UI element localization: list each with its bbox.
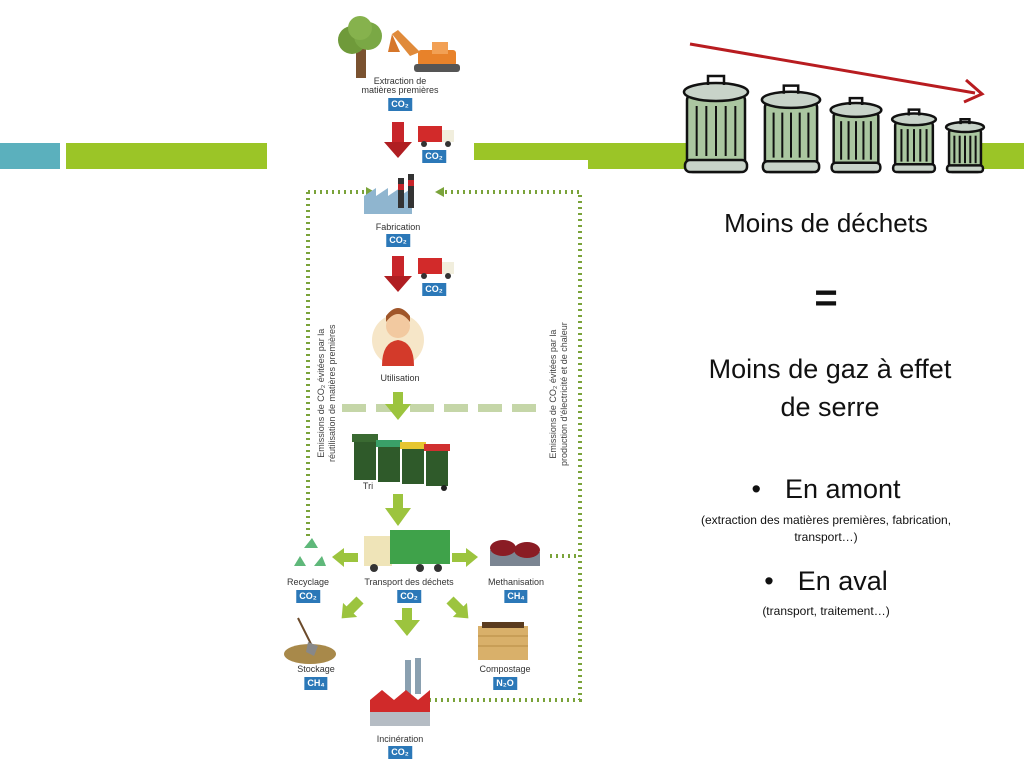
diagonal-arrow-to-compostage-icon <box>446 596 469 619</box>
loop-arrowhead-right <box>435 187 444 197</box>
gas-badge-stockage: CH₄ <box>304 677 328 690</box>
gas-badge-recyclage: CO₂ <box>296 590 320 603</box>
truck-icon <box>418 126 454 147</box>
label-incineration: Incinération <box>376 734 424 744</box>
trash-bin-icon <box>760 84 822 174</box>
bullet-marker: • <box>764 566 774 596</box>
bullet-upstream-detail: (extraction des matières premières, fabr… <box>701 512 951 546</box>
headline-less-ghg-line1: Moins de gaz à effet <box>708 354 952 384</box>
gas-badge-extraction: CO₂ <box>388 98 412 111</box>
label-extraction: Extraction de matières premières <box>361 77 438 95</box>
right-arrow-green-icon <box>452 548 478 567</box>
accent-bar-green-middle <box>474 143 588 160</box>
gas-badge-incineration: CO₂ <box>388 746 412 759</box>
gas-badge-compostage: N₂O <box>493 677 517 690</box>
gas-badge-methanisation: CH₄ <box>504 590 528 603</box>
bullet-downstream-title: En aval <box>797 566 888 596</box>
trash-bin-icon <box>682 74 750 174</box>
bullet-upstream-detail-line2: transport…) <box>794 530 858 544</box>
methanisation-digester-icon <box>490 540 540 566</box>
accent-bar-green-left <box>66 143 267 169</box>
trash-bin-icon <box>890 108 938 174</box>
waste-lifecycle-diagram: Extraction de matières premières CO₂ CO₂… <box>270 0 610 768</box>
accent-bar-green-middle-right <box>588 143 688 169</box>
gas-badge-transport2: CO₂ <box>422 283 446 296</box>
trash-bin-icon <box>944 117 986 174</box>
down-arrow-green-icon <box>385 494 411 526</box>
bullet-upstream: • En amont <box>751 474 900 505</box>
tree-icon <box>338 16 382 78</box>
bullet-upstream-title: En amont <box>784 474 901 504</box>
headline-less-ghg-line2: de serre <box>780 392 880 422</box>
side-label-left-line1: Emissions de CO₂ évitées par la <box>316 328 326 458</box>
accent-bar-green-right <box>978 143 1024 169</box>
label-fabrication: Fabrication <box>375 222 421 232</box>
side-label-left: Emissions de CO₂ évitées par la réutilis… <box>316 324 338 462</box>
incinerator-icon <box>370 658 430 726</box>
bullet-downstream: • En aval <box>764 566 888 597</box>
factory-icon <box>364 174 414 214</box>
side-label-left-line2: réutilisation de matières premières <box>327 324 337 462</box>
down-arrow-green-icon <box>385 392 411 420</box>
equals-sign: = <box>814 276 838 320</box>
label-transport-dechets: Transport des déchets <box>364 577 454 587</box>
bullet-downstream-detail: (transport, traitement…) <box>762 604 890 618</box>
gas-badge-transport1: CO₂ <box>422 150 446 163</box>
diagram-graphics <box>284 16 582 726</box>
label-extraction-line1: Extraction de <box>373 76 427 86</box>
down-arrow-red-icon <box>384 256 412 292</box>
sorting-bins-icon <box>352 434 450 491</box>
label-recyclage: Recyclage <box>286 577 330 587</box>
headline-less-ghg: Moins de gaz à effet de serre <box>709 350 952 426</box>
landfill-shovel-icon <box>284 617 336 664</box>
truck-icon <box>418 258 454 279</box>
decreasing-trend-arrow-icon <box>689 42 985 104</box>
label-compostage: Compostage <box>479 664 531 674</box>
label-extraction-line2: matières premières <box>361 85 439 95</box>
label-methanisation: Methanisation <box>487 577 545 587</box>
label-stockage: Stockage <box>297 664 335 674</box>
label-tri: Tri <box>362 481 374 491</box>
headline-less-waste: Moins de déchets <box>724 208 928 238</box>
side-label-right-line1: Emissions de CO₂ évitées par la <box>548 329 558 459</box>
person-icon <box>372 308 424 366</box>
side-label-right-line2: production d'électricité et de chaleur <box>559 322 569 466</box>
label-utilisation: Utilisation <box>380 373 420 383</box>
excavator-icon <box>388 30 460 72</box>
down-arrow-red-icon <box>384 122 412 158</box>
diagonal-arrow-to-stockage-icon <box>341 596 364 619</box>
gas-badge-transport-dechets: CO₂ <box>397 590 421 603</box>
trash-bin-icon <box>829 96 883 174</box>
shrinking-trash-bins-illustration <box>682 42 986 174</box>
waste-truck-icon <box>364 530 450 572</box>
left-arrow-green-icon <box>332 548 358 567</box>
bullet-upstream-detail-line1: (extraction des matières premières, fabr… <box>700 513 952 527</box>
down-arrow-to-incineration-icon <box>394 608 420 636</box>
side-label-right: Emissions de CO₂ évitées par la producti… <box>548 322 570 466</box>
bullet-marker: • <box>751 474 761 504</box>
compost-box-icon <box>478 622 528 660</box>
gas-badge-fabrication: CO₂ <box>386 234 410 247</box>
accent-bar-teal <box>0 143 60 169</box>
recycle-icon <box>294 538 326 566</box>
